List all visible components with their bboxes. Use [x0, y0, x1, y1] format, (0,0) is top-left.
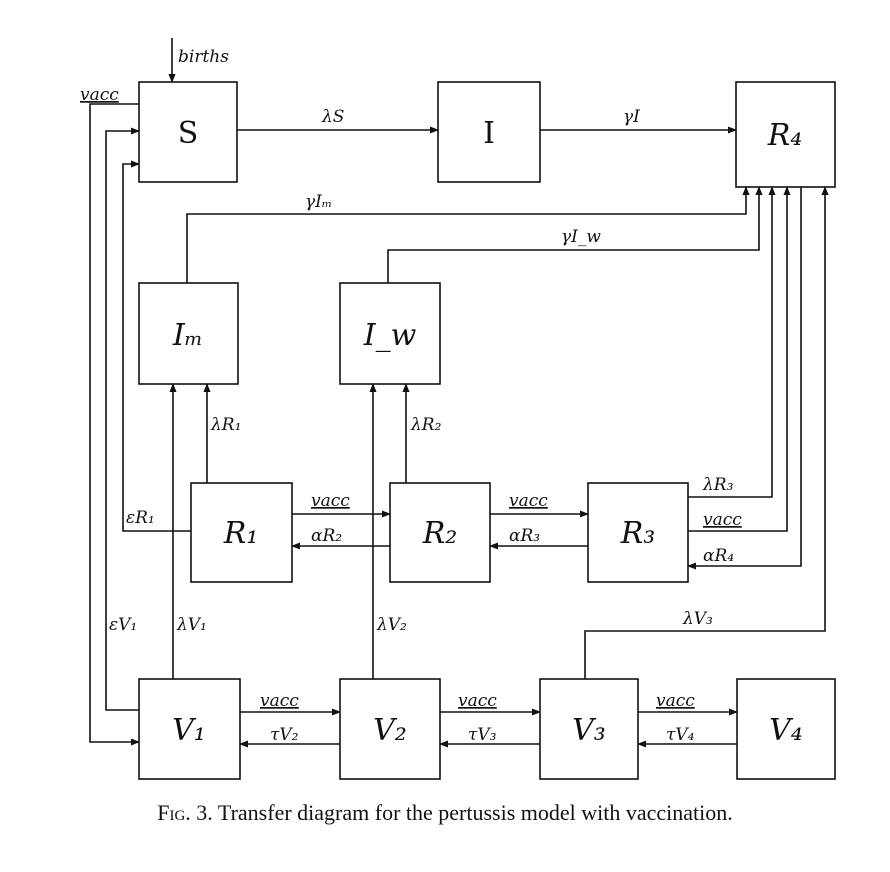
- edge-iw-to-r4: [387, 186, 763, 283]
- edge-label-v2-v1: τV₂: [270, 725, 299, 745]
- edge-labels-layer: births λS γI γIₘ γI_w λR₁ λR₂ vacc αR₂ v…: [80, 47, 742, 745]
- edge-label-r3-r2: αR₃: [509, 526, 540, 546]
- edge-label-births: births: [178, 47, 229, 67]
- edge-label-im-r4: γIₘ: [305, 192, 332, 212]
- figure-caption: Fig. 3. Transfer diagram for the pertuss…: [0, 800, 890, 826]
- edge-im-to-r4: [186, 186, 750, 283]
- node-v2-label: V₂: [373, 713, 407, 748]
- edge-v1-to-s-epsilon: [105, 127, 140, 711]
- edge-label-r1-r2: vacc: [311, 491, 350, 511]
- edge-label-v4-v3: τV₄: [666, 725, 695, 745]
- node-r1: R₁: [190, 482, 293, 583]
- node-v2: V₂: [339, 678, 441, 780]
- node-v3-label: V₃: [572, 713, 606, 748]
- edge-label-s-i: λS: [321, 107, 344, 127]
- edge-label-v3-v2: τV₃: [468, 725, 497, 745]
- edge-label-r2-r1: αR₂: [311, 526, 342, 546]
- figure-number: Fig. 3.: [157, 800, 213, 825]
- edge-label-r2-iw: λR₂: [410, 415, 442, 435]
- edge-label-v2-v3: vacc: [458, 691, 497, 711]
- edge-s-v1-vacc: [89, 103, 140, 746]
- node-v3: V₃: [539, 678, 639, 780]
- edge-label-r2-r3: vacc: [509, 491, 548, 511]
- edge-label-i-r4: γI: [623, 107, 640, 127]
- node-v1-label: V₁: [172, 713, 206, 748]
- edge-label-r3-r4-vacc: vacc: [703, 510, 742, 530]
- edge-label-r3-r4-lambda: λR₃: [702, 475, 734, 495]
- edge-r3-to-r4-vacc: [688, 186, 791, 532]
- edge-label-v1-im: λV₁: [176, 615, 207, 635]
- edge-label-v2-iw: λV₂: [376, 615, 407, 635]
- node-r2-label: R₂: [422, 516, 458, 551]
- edge-r1-to-s: [122, 160, 191, 532]
- node-s: S: [138, 81, 238, 183]
- edge-v3-to-r4: [584, 186, 829, 679]
- edge-r4-to-r3: [687, 187, 802, 570]
- node-s-label: S: [178, 116, 199, 151]
- node-i: I: [437, 81, 541, 183]
- node-iw-label: I_w: [363, 318, 417, 353]
- node-im: Iₘ: [138, 282, 239, 385]
- node-iw: I_w: [339, 282, 441, 385]
- edge-r3-to-r4-lambda: [688, 186, 776, 498]
- node-im-label: Iₘ: [172, 318, 203, 353]
- edge-label-iw-r4: γI_w: [561, 227, 601, 247]
- node-r2: R₂: [389, 482, 491, 583]
- node-r4-label: R₄: [767, 118, 803, 153]
- edge-label-r4-r3: αR₄: [703, 546, 734, 566]
- node-i-label: I: [483, 116, 495, 151]
- node-v1: V₁: [138, 678, 241, 780]
- node-v4-label: V₄: [769, 713, 803, 748]
- edge-label-r1-s: εR₁: [126, 508, 155, 528]
- node-r3: R₃: [587, 482, 689, 583]
- edge-label-v3-r4: λV₃: [682, 609, 713, 629]
- edge-label-v1-s: εV₁: [109, 615, 137, 635]
- edge-label-v3-v4: vacc: [656, 691, 695, 711]
- edge-label-v1-v2: vacc: [260, 691, 299, 711]
- node-r1-label: R₁: [223, 516, 259, 551]
- node-r3-label: R₃: [620, 516, 656, 551]
- figure-caption-text: Transfer diagram for the pertussis model…: [217, 800, 733, 825]
- node-r4: R₄: [735, 81, 836, 188]
- nodes-layer: S I R₄ Iₘ I_w R₁ R₂ R₃: [138, 81, 836, 780]
- edge-label-r1-im: λR₁: [210, 415, 241, 435]
- node-v4: V₄: [736, 678, 836, 780]
- edges-layer: [89, 38, 829, 748]
- edge-label-s-v1-vacc: vacc: [80, 85, 119, 105]
